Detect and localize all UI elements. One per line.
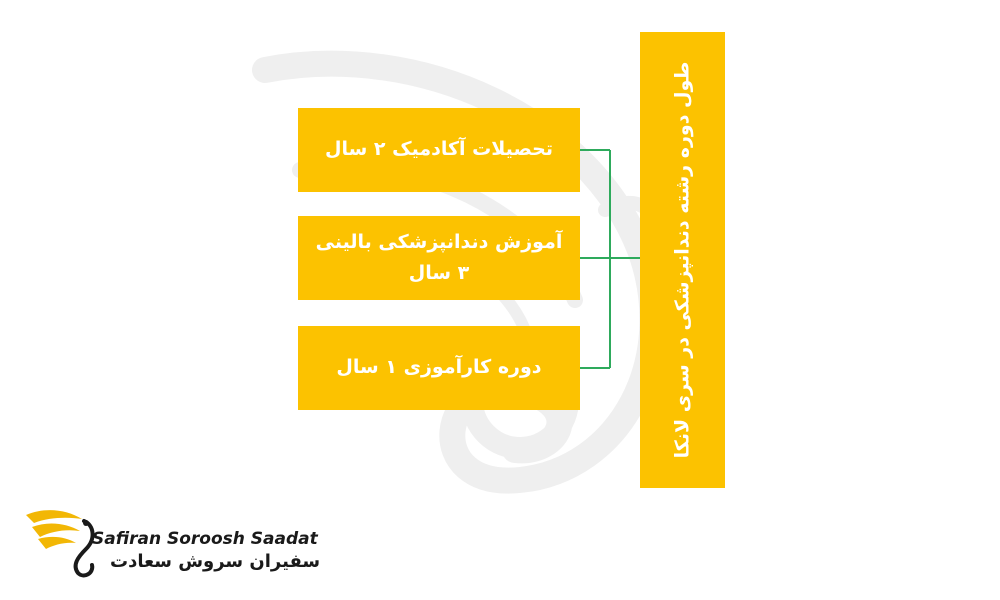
brand-logo: Safiran Soroosh Saadat سفیران سروش سعادت [22,495,320,585]
diagram-root-node: طول دوره رشته دندانپزشکی در سری لانکا [640,32,725,488]
brand-name-persian: سفیران سروش سعادت [110,551,321,572]
diagram-node-clinical-training: آموزش دندانپزشکی بالینی ۳ سال [298,216,580,300]
diagram-node-internship: دوره کارآموزی ۱ سال [298,326,580,410]
node-label-academic-education: تحصیلات آکادمیک ۲ سال [324,138,553,161]
golden-wing-logo-icon [26,510,95,578]
brand-name-latin: Safiran Soroosh Saadat [92,529,318,549]
node-label-clinical-training: آموزش دندانپزشکی بالینی ۳ سال [315,230,563,284]
node-label-internship: دوره کارآموزی ۱ سال [336,356,542,379]
diagram-node-academic-education: تحصیلات آکادمیک ۲ سال [298,108,580,192]
